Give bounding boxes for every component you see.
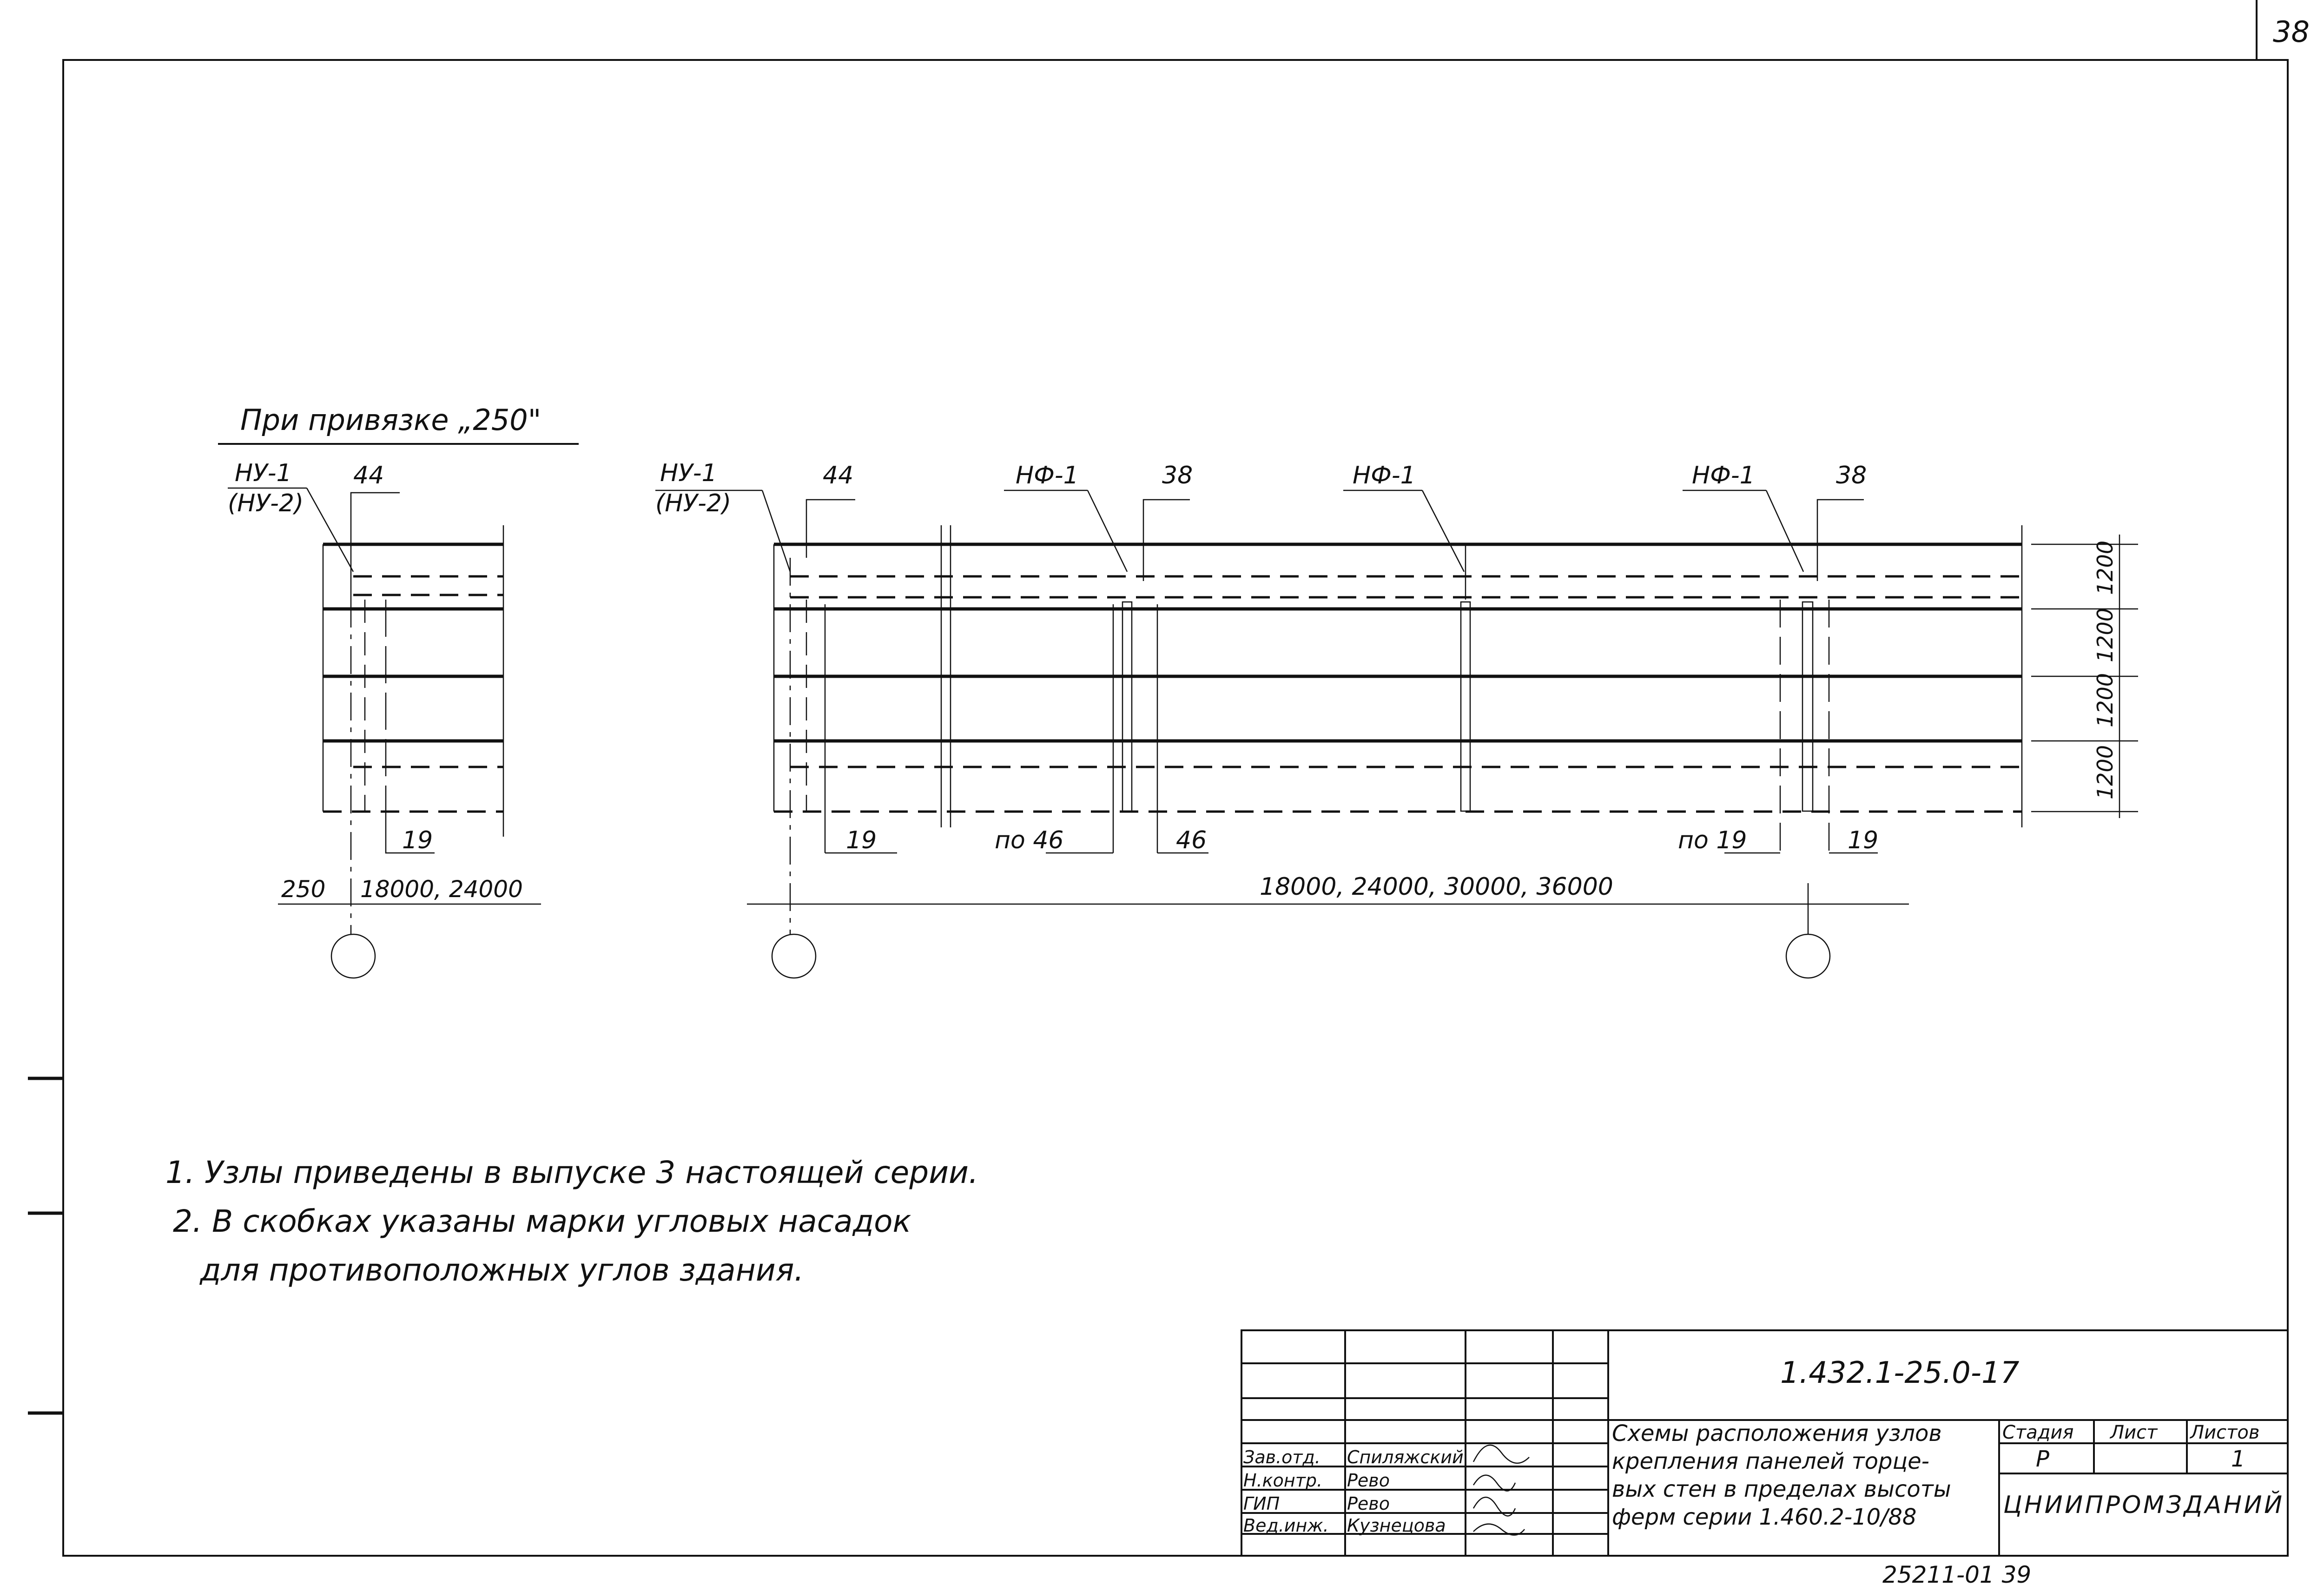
offset-label: 250 xyxy=(281,876,325,903)
height-label: 1200 xyxy=(2093,541,2118,595)
sheet-header: Лист xyxy=(2109,1422,2158,1443)
signature-scribbles xyxy=(1472,1444,1530,1536)
height-label: 1200 xyxy=(2093,673,2118,727)
dim-label: по 19 xyxy=(1678,826,1747,854)
column xyxy=(1802,601,1814,812)
title-line: крепления панелей торце- xyxy=(1612,1448,1929,1474)
sheets-header: Листов xyxy=(2189,1422,2259,1443)
title-line: ферм серии 1.460.2-10/88 xyxy=(1612,1504,1916,1530)
column xyxy=(1122,601,1133,812)
dim-label: 44 xyxy=(353,462,384,489)
document-code: 1.432.1-25.0-17 xyxy=(1780,1356,2020,1390)
signature-name: Рево xyxy=(1347,1470,1390,1491)
stage-header: Стадия xyxy=(2002,1422,2073,1443)
mark-label: НФ-1 xyxy=(1016,462,1079,489)
axis-bubble xyxy=(1785,933,1831,979)
leader xyxy=(1087,490,1128,572)
dim-label: 46 xyxy=(1176,826,1207,854)
dim-label: 38 xyxy=(1162,462,1193,489)
dim-label: 44 xyxy=(823,462,853,489)
title-line: Схемы расположения узлов xyxy=(1612,1420,1942,1447)
mark-label: НФ-1 xyxy=(1692,462,1755,489)
notes: 1. Узлы приведены в выпуске 3 настоящей … xyxy=(165,1155,978,1288)
inventory-number: 25211-01 39 xyxy=(1882,1561,2031,1588)
signature-role: Н.контр. xyxy=(1243,1470,1322,1491)
mark-alt-label: (НУ-2) xyxy=(228,489,304,517)
dim-label: 19 xyxy=(846,826,877,854)
column xyxy=(1460,601,1471,812)
title-block: 1.432.1-25.0-17 Схемы расположения узлов… xyxy=(1241,1329,2289,1557)
sheet-frame xyxy=(62,59,2289,1557)
note-1: 1. Узлы приведены в выпуске 3 настоящей … xyxy=(165,1155,978,1190)
span-label: 18000, 24000, 30000, 36000 xyxy=(1260,873,1613,901)
mark-alt-label: (НУ-2) xyxy=(655,489,731,517)
note-2: 2. В скобках указаны марки угловых насад… xyxy=(173,1203,911,1239)
main-scheme: НУ-1 (НУ-2) 44 19 НФ-1 38 по 46 xyxy=(655,459,2138,979)
leader xyxy=(761,490,791,572)
signature-name: Кузнецова xyxy=(1347,1515,1446,1536)
leader xyxy=(306,488,354,572)
axis-bubble xyxy=(771,933,817,979)
heading: При привязке „250" xyxy=(240,403,541,437)
mark-label: НФ-1 xyxy=(1353,462,1416,489)
height-label: 1200 xyxy=(2093,745,2118,799)
dim-line xyxy=(385,812,435,854)
signature-name: Рево xyxy=(1347,1493,1390,1514)
left-scheme: НУ-1 (НУ-2) 44 19 250 18000, 24000 xyxy=(228,459,541,979)
note-2-cont: для противоположных углов здания. xyxy=(199,1252,804,1288)
axis-bubble xyxy=(330,933,376,979)
stage-value: Р xyxy=(2036,1446,2049,1472)
leader xyxy=(1421,490,1465,572)
dim-label: 19 xyxy=(402,826,433,854)
dim-line xyxy=(1816,499,1864,581)
height-label: 1200 xyxy=(2093,608,2118,662)
dim-line xyxy=(805,499,855,558)
span-label: 18000, 24000 xyxy=(360,876,523,903)
dim-line xyxy=(1142,499,1190,581)
dim-label: 38 xyxy=(1836,462,1867,489)
sheet-number: 38 xyxy=(2273,15,2310,49)
signature-role: ГИП xyxy=(1243,1493,1280,1514)
organization: ЦНИИПРОМЗДАНИЙ xyxy=(2003,1491,2282,1519)
dim-label: по 46 xyxy=(995,826,1064,854)
sheets-value: 1 xyxy=(2231,1446,2245,1472)
mark-label: НУ-1 xyxy=(660,459,717,487)
signature-role: Вед.инж. xyxy=(1243,1515,1329,1536)
mark-label: НУ-1 xyxy=(235,459,292,487)
signature-role: Зав.отд. xyxy=(1243,1447,1320,1467)
signature-name: Спиляжский xyxy=(1347,1447,1464,1467)
dim-label: 19 xyxy=(1848,826,1878,854)
title-line: вых стен в пределах высоты xyxy=(1612,1476,1951,1502)
dim-line xyxy=(350,492,400,600)
leader xyxy=(1765,490,1804,572)
